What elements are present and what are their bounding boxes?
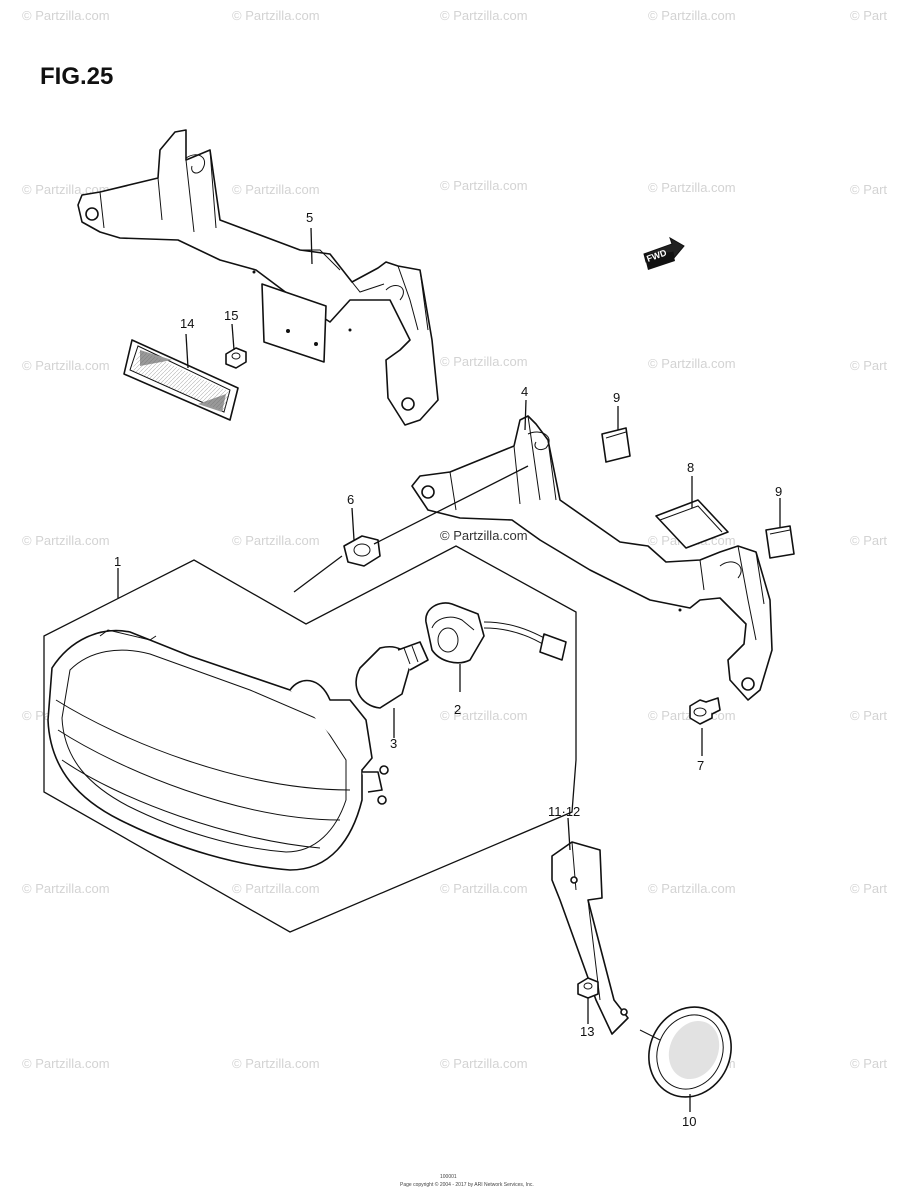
watermark: © Partzilla.com	[648, 180, 736, 195]
callout-3: 3	[390, 736, 397, 751]
callout-6: 6	[347, 492, 354, 507]
watermark: © Partzilla.com	[22, 533, 110, 548]
callout-14: 14	[180, 316, 194, 331]
footer-copyright: Page copyright © 2004 - 2017 by ARI Netw…	[400, 1181, 534, 1188]
watermark: © Partzilla.com	[648, 881, 736, 896]
watermark: © Partzilla.com	[232, 8, 320, 23]
watermark: © Partzilla.com	[22, 8, 110, 23]
watermark: © Partzilla.com	[648, 356, 736, 371]
callout-9a: 9	[613, 390, 620, 405]
pad-part-8	[655, 499, 729, 549]
callout-1: 1	[114, 554, 121, 569]
callout-9b: 9	[775, 484, 782, 499]
reflector-part-14	[123, 339, 239, 421]
callout-2: 2	[454, 702, 461, 717]
callout-15: 15	[224, 308, 238, 323]
watermark-layer: © Partzilla.com © Partzilla.com © Partzi…	[22, 8, 887, 1071]
watermark: © Partzilla.com	[648, 8, 736, 23]
watermark: © Partzilla.com	[440, 8, 528, 23]
leader-line	[567, 817, 571, 851]
watermark: © Partzilla.com	[440, 354, 528, 369]
watermark: © Part	[850, 881, 887, 896]
callout-10: 10	[682, 1114, 696, 1129]
callout-13: 13	[580, 1024, 594, 1039]
watermark: © Partzilla.com	[22, 881, 110, 896]
watermark: © Part	[850, 182, 887, 197]
nut-part-13	[577, 977, 599, 999]
pad-part-9-lower	[765, 525, 795, 559]
watermark: © Partzilla.com	[232, 533, 320, 548]
callout-8: 8	[687, 460, 694, 475]
round-reflector-part-10	[639, 1006, 732, 1098]
watermark: © Part	[850, 358, 887, 373]
grommet-part-6	[343, 535, 381, 567]
callout-5: 5	[306, 210, 313, 225]
upper-bracket-part-5	[77, 129, 439, 426]
leader-line	[293, 555, 343, 593]
watermark: © Part	[850, 8, 887, 23]
callout-7: 7	[697, 758, 704, 773]
leader-line	[231, 323, 235, 351]
leader-line	[185, 333, 189, 369]
watermark: © Partzilla.com	[22, 1056, 110, 1071]
watermark: © Part	[850, 533, 887, 548]
callout-4: 4	[521, 384, 528, 399]
bulb-part-3	[355, 641, 429, 709]
bracket-part-11-12	[551, 841, 629, 1035]
watermark: © Partzilla.com	[232, 182, 320, 197]
socket-part-2	[425, 602, 567, 664]
watermark: © Partzilla.com	[22, 358, 110, 373]
bolt-part-7	[689, 697, 721, 725]
leader-line	[351, 507, 355, 541]
pad-part-9-upper	[601, 427, 631, 463]
nut-part-15	[225, 347, 247, 369]
watermark: © Part	[850, 708, 887, 723]
watermark: © Partzilla.com	[440, 1056, 528, 1071]
assembly-box-part-1	[43, 545, 577, 933]
lower-bracket-part-4	[411, 415, 773, 701]
watermark: © Partzilla.com	[232, 1056, 320, 1071]
watermark: © Partzilla.com	[232, 881, 320, 896]
watermark: © Part	[850, 1056, 887, 1071]
watermark: © Partzilla.com	[440, 708, 528, 723]
leader-line	[310, 227, 313, 265]
watermark: © Partzilla.com	[440, 881, 528, 896]
fwd-arrow-icon: FWD	[643, 236, 685, 270]
footer-code: 100001	[440, 1174, 457, 1180]
figure-title: FIG.25	[40, 63, 113, 90]
callout-11-12: 11·12	[548, 804, 580, 819]
tail-light-lens	[47, 629, 389, 871]
leader-line	[524, 399, 527, 431]
leader-line	[373, 465, 529, 545]
watermark: © Partzilla.com	[440, 178, 528, 193]
watermark: © Partzilla.com	[440, 528, 528, 543]
